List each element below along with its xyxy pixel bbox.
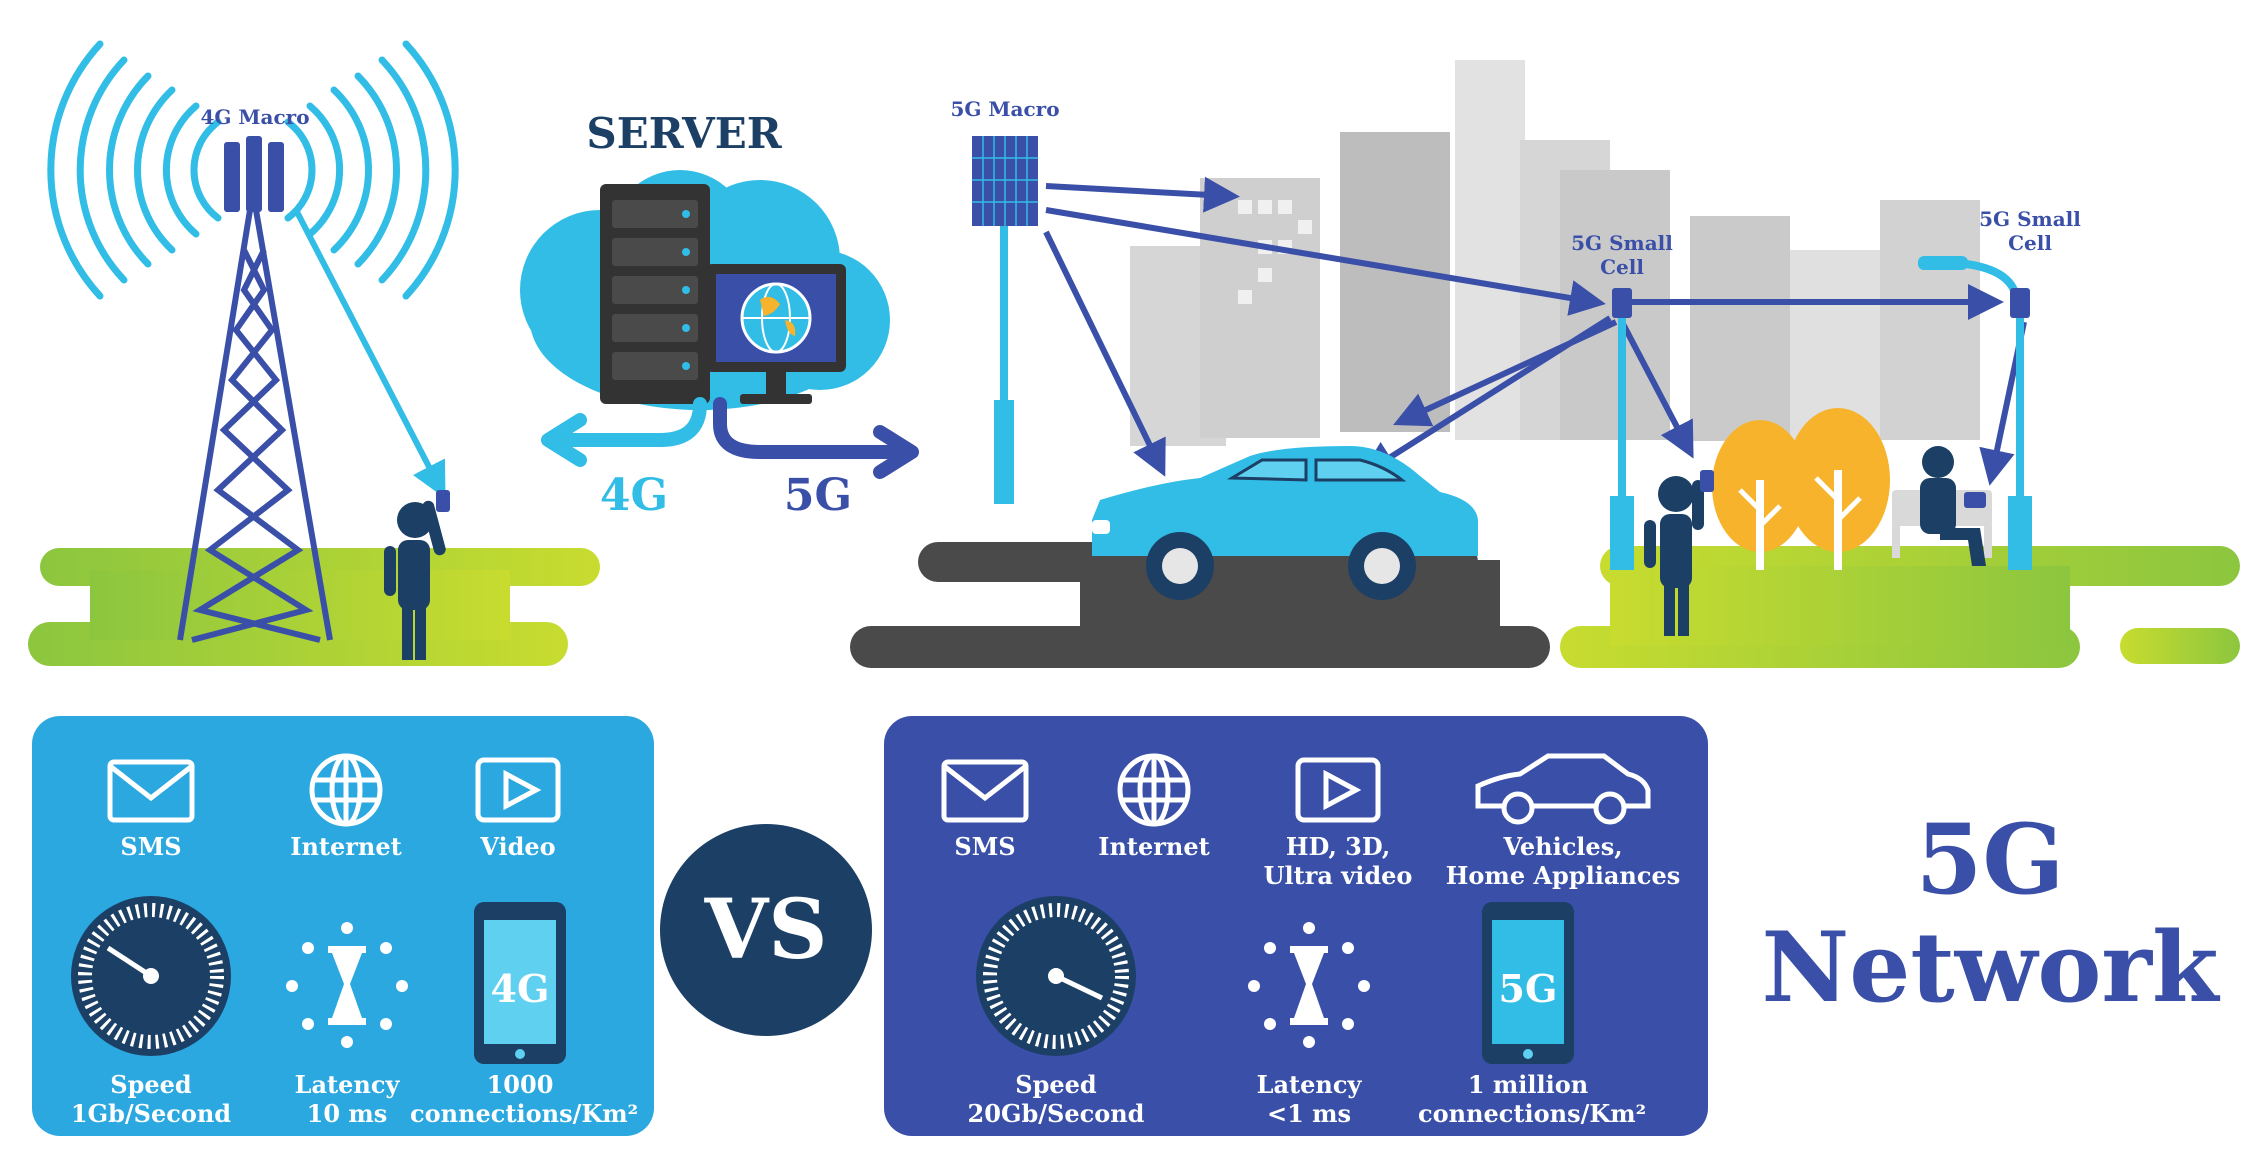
sms-5g-icon [941,759,1029,823]
car-icon [1475,753,1651,825]
5g-signal-arrows [1043,176,2027,486]
5g-sms-label: SMS [954,832,1016,861]
small-cell-1-label-line1: 5G Small [1571,231,1673,255]
person-sitting [1920,446,1986,566]
4g-speed-value: 1Gb/Second [70,1099,232,1128]
left-ground [28,548,600,666]
trees [1712,408,1890,570]
4g-macro-tower [47,40,459,643]
small-cell-2-label-line1: 5G Small [1979,207,2081,231]
internet-5g-icon [1117,753,1191,827]
5g-macro-antenna [972,136,1038,504]
server-label: SERVER [586,109,782,158]
server-rack [600,184,710,404]
video-5g-icon [1295,757,1381,823]
5g-internet-label: Internet [1098,832,1210,861]
phone-5g-badge: 5G [1499,966,1558,1011]
person-4g [384,490,450,660]
5g-arrow-label: 5G [784,470,852,521]
5g-speed-label: Speed 20Gb/Second [956,1070,1156,1128]
4g-video-label: Video [480,832,556,861]
phone-4g-badge: 4G [491,966,550,1011]
5g-small-cell-2 [1918,256,2032,570]
4g-arrow-label: 4G [600,470,668,521]
4g-sms-label: SMS [120,832,182,861]
vs-circle [660,824,872,1036]
4g-latency-title: Latency [294,1070,400,1099]
5g-speed-value: 20Gb/Second [967,1099,1145,1128]
speedometer-4g-icon [71,896,231,1056]
small-cell-2-label-line2: Cell [2008,231,2052,255]
4g-latency-label: Latency 10 ms [277,1070,417,1128]
sms-icon [107,759,195,823]
video-icon [475,757,561,823]
hourglass-5g-icon [1248,922,1370,1048]
car [1092,446,1478,600]
small-cell-1-label-line2: Cell [1600,255,1644,279]
hourglass-4g-icon [286,922,408,1048]
5g-vehicles-line1: Vehicles, [1503,832,1623,861]
5g-latency-title: Latency [1256,1070,1362,1099]
phone-5g-icon [1482,902,1574,1064]
page-title: 5G Network [1730,806,2250,1022]
4g-connections-unit: connections/Km² [410,1099,639,1128]
5g-video-line1: HD, 3D, [1285,832,1391,861]
page-title-line2: Network [1761,911,2219,1024]
monitor-globe [706,264,846,404]
4g-speed-label: Speed 1Gb/Second [61,1070,241,1128]
city-skyline [1130,60,1980,446]
4g-internet-label: Internet [290,832,402,861]
5g-video-label: HD, 3D, Ultra video [1248,832,1428,890]
4g-latency-value: 10 ms [306,1099,388,1128]
5g-vehicles-label: Vehicles, Home Appliances [1443,832,1683,890]
4g-macro-label: 4G Macro [200,105,309,129]
5g-connections-value: 1 million [1467,1070,1589,1099]
5g-latency-value: <1 ms [1266,1099,1352,1128]
4g-connections-label: 1000 connections/Km² [410,1070,639,1128]
page-title-line1: 5G [1915,803,2065,916]
server-arrows [541,397,919,479]
phone-4g-icon [474,902,566,1064]
4g-speed-title: Speed [110,1070,192,1099]
5g-small-cell-1 [1610,288,1634,570]
internet-icon [309,753,383,827]
5g-latency-label: Latency <1 ms [1239,1070,1379,1128]
4g-connections-value: 1000 [486,1070,554,1099]
5g-connections-unit: connections/Km² [1418,1099,1647,1128]
5g-video-line2: Ultra video [1263,861,1413,890]
5g-vehicles-line2: Home Appliances [1445,861,1681,890]
5g-macro-label: 5G Macro [950,97,1059,121]
5g-connections-label: 1 million connections/Km² [1418,1070,1647,1128]
5g-speed-title: Speed [1015,1070,1097,1099]
vs-label: VS [704,882,828,978]
speedometer-5g-icon [976,896,1136,1056]
person-5g [1644,470,1714,636]
